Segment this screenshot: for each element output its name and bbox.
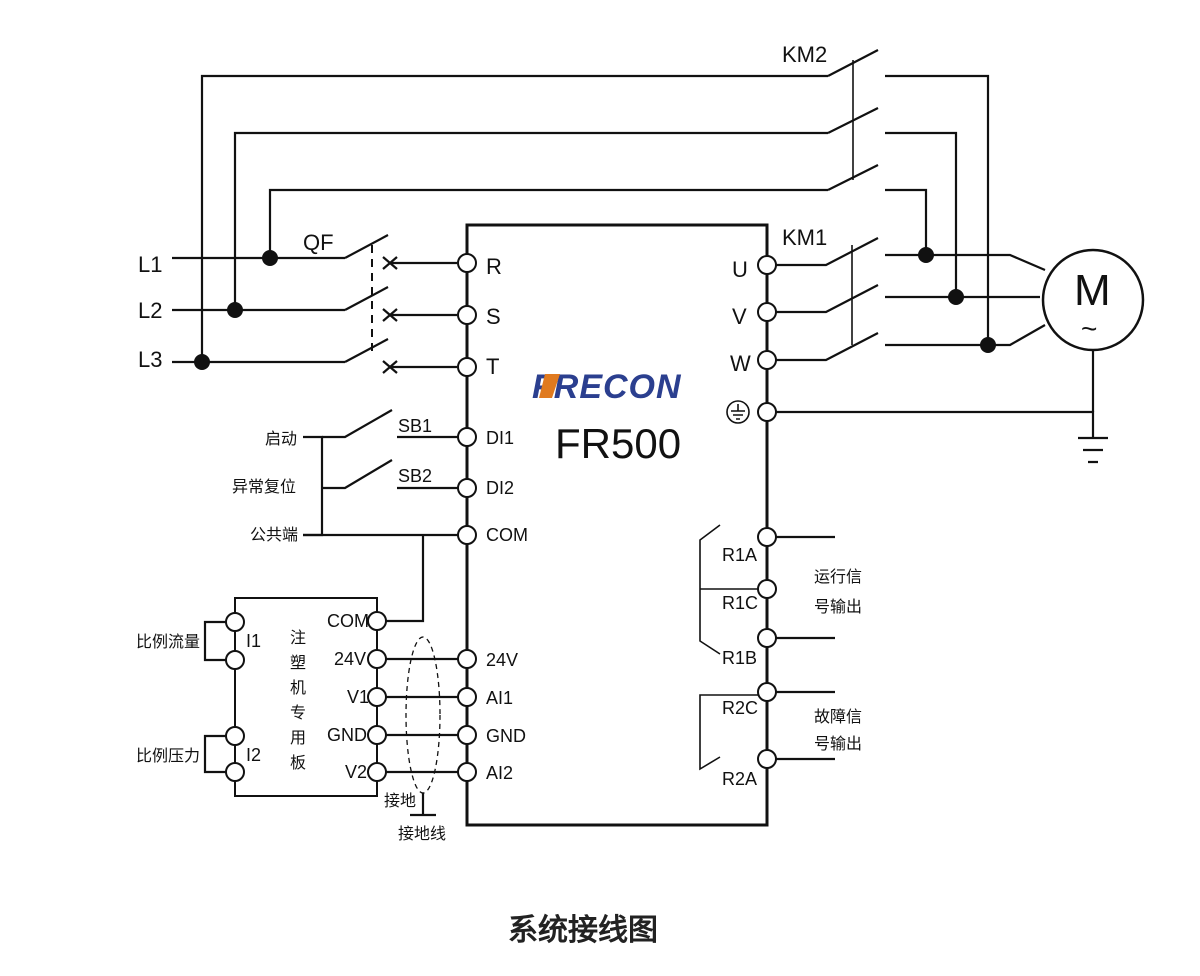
r1c-label: R1C [722, 593, 758, 613]
terminal-ai2 [457, 762, 477, 782]
board-terminal-i2 [225, 726, 245, 746]
line-l2-label: L2 [138, 298, 162, 323]
ground-icon [726, 400, 750, 424]
brand-logo: FRECON [532, 368, 681, 406]
board-terminal-24v [367, 649, 387, 669]
svg-text:塑: 塑 [290, 653, 306, 672]
terminal-t-label: T [486, 354, 499, 379]
r2a-label: R2A [722, 769, 757, 789]
fault-signal-line2: 号输出 [814, 734, 862, 753]
terminal-r1a [757, 527, 777, 547]
pressure-label: 比例压力 [136, 746, 200, 765]
terminal-r [457, 253, 477, 273]
flow-label: 比例流量 [136, 632, 200, 651]
board-v2-label: V2 [345, 762, 367, 782]
earth-wire-label: 接地线 [398, 824, 446, 843]
terminal-r2c [757, 682, 777, 702]
terminal-24v-label: 24V [486, 650, 518, 670]
start-label: 启动 [265, 429, 297, 448]
svg-text:专: 专 [290, 703, 306, 722]
terminal-ai2-label: AI2 [486, 763, 513, 783]
terminal-r-label: R [486, 254, 502, 279]
motor-letter: M [1074, 266, 1111, 315]
run-signal-line1: 运行信 [814, 567, 862, 586]
board-terminal-i1 [225, 612, 245, 632]
board-title: 注 塑 机 专 用 板 [290, 628, 306, 772]
qf-contacts [382, 256, 457, 374]
shield-ellipse [405, 636, 441, 794]
line-l1-label: L1 [138, 252, 162, 277]
terminal-di2-label: DI2 [486, 478, 514, 498]
reset-label: 异常复位 [232, 477, 296, 496]
km2-label: KM2 [782, 42, 827, 67]
line-l3-label: L3 [138, 347, 162, 372]
terminal-com [457, 525, 477, 545]
earth-ground-icon [1078, 436, 1108, 464]
terminal-s-label: S [486, 304, 501, 329]
terminal-t [457, 357, 477, 377]
r2c-label: R2C [722, 698, 758, 718]
terminal-w-label: W [730, 351, 751, 376]
run-signal-line2: 号输出 [814, 597, 862, 616]
sb2-label: SB2 [398, 466, 432, 486]
model-name: FR500 [555, 420, 681, 467]
board-i2-label: I2 [246, 745, 261, 765]
svg-text:用: 用 [290, 728, 306, 747]
km1-label: KM1 [782, 225, 827, 250]
board-terminal-v1 [367, 687, 387, 707]
qf-label: QF [303, 230, 334, 255]
board-24v-label: 24V [334, 649, 366, 669]
terminal-com-label: COM [486, 525, 528, 545]
terminal-24v [457, 649, 477, 669]
board-terminal-gnd [367, 725, 387, 745]
earth-label: 接地 [384, 791, 416, 810]
terminal-s [457, 305, 477, 325]
terminal-v [757, 302, 777, 322]
terminal-r2a [757, 749, 777, 769]
board-terminal-v2 [367, 762, 387, 782]
svg-text:注: 注 [290, 628, 306, 647]
board-com-label: COM [327, 611, 369, 631]
terminal-gnd-label: GND [486, 726, 526, 746]
svg-text:机: 机 [290, 678, 306, 697]
terminal-r1c [757, 579, 777, 599]
terminal-r1b [757, 628, 777, 648]
fault-signal-line1: 故障信 [814, 707, 862, 726]
terminal-u-label: U [732, 257, 748, 282]
r1b-label: R1B [722, 648, 757, 668]
sb1-label: SB1 [398, 416, 432, 436]
board-gnd-label: GND [327, 725, 367, 745]
board-i1-label: I1 [246, 631, 261, 651]
diagram-caption: 系统接线图 [508, 913, 658, 948]
terminal-ai1-label: AI1 [486, 688, 513, 708]
common-label: 公共端 [250, 525, 298, 544]
terminal-u [757, 255, 777, 275]
terminal-w [757, 350, 777, 370]
svg-text:板: 板 [290, 753, 306, 772]
board-terminal-i2b [225, 762, 245, 782]
terminal-di1 [457, 427, 477, 447]
terminal-gnd [457, 725, 477, 745]
motor-symbol: ~ [1081, 313, 1097, 344]
terminal-di1-label: DI1 [486, 428, 514, 448]
logo-accent [539, 374, 560, 398]
terminal-ai1 [457, 687, 477, 707]
board-terminal-com [367, 611, 387, 631]
board-v1-label: V1 [347, 687, 369, 707]
r1a-label: R1A [722, 545, 757, 565]
board-terminal-i1b [225, 650, 245, 670]
terminal-ground [757, 402, 777, 422]
terminal-di2 [457, 478, 477, 498]
terminal-v-label: V [732, 304, 747, 329]
